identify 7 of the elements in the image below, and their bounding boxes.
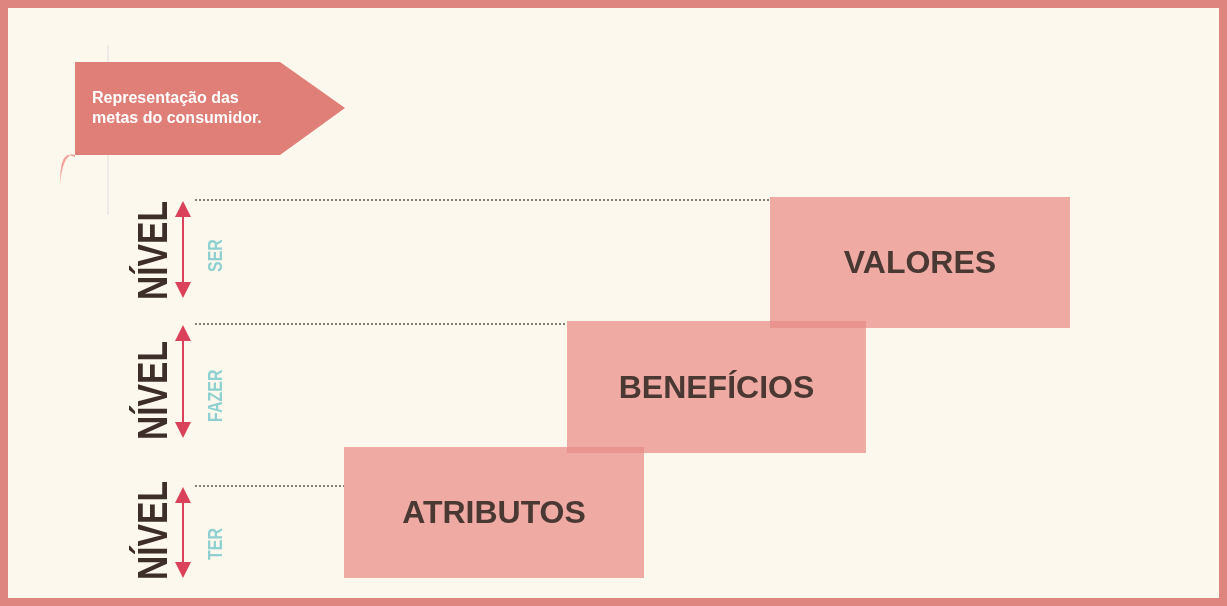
banner-text: Representação das metas do consumidor. [92, 88, 263, 128]
level-name: FAZER [205, 369, 225, 422]
level-box: BENEFÍCIOS [567, 321, 866, 453]
level-box: VALORES [770, 197, 1070, 328]
level-box: ATRIBUTOS [344, 447, 644, 578]
level-name: SER [205, 239, 225, 272]
level-name: TER [205, 528, 225, 560]
